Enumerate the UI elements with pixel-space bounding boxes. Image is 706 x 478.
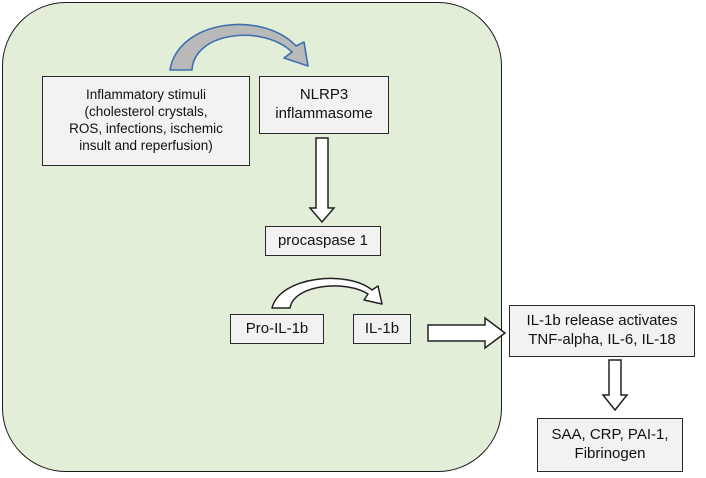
inflammatory-stimuli-label: Inflammatory stimuli (cholesterol crysta… xyxy=(69,87,223,153)
pro-il1b-box: Pro-IL-1b xyxy=(230,314,324,344)
nlrp3-label: NLRP3 inflammasome xyxy=(275,86,373,122)
curved-arrow-pro-il1b-to-il1b xyxy=(271,277,383,309)
pro-il1b-label: Pro-IL-1b xyxy=(245,319,309,337)
down-arrow-nlrp3-to-procaspase xyxy=(308,137,336,224)
right-arrow-to-il1b-release xyxy=(427,316,507,350)
down-arrow-release-to-markers xyxy=(601,359,629,412)
il1b-label: IL-1b xyxy=(364,319,400,337)
markers-label: SAA, CRP, PAI-1, Fibrinogen xyxy=(551,426,669,462)
procaspase-label: procaspase 1 xyxy=(277,231,369,249)
il1b-release-box: IL-1b release activates TNF-alpha, IL-6,… xyxy=(509,305,695,357)
inflammatory-stimuli-box: Inflammatory stimuli (cholesterol crysta… xyxy=(42,76,250,166)
curved-arrow-stimuli-to-nlrp3 xyxy=(169,23,309,71)
nlrp3-box: NLRP3 inflammasome xyxy=(259,76,389,134)
markers-box: SAA, CRP, PAI-1, Fibrinogen xyxy=(537,418,683,472)
il1b-box: IL-1b xyxy=(353,314,411,344)
procaspase-box: procaspase 1 xyxy=(265,226,381,256)
il1b-release-label: IL-1b release activates TNF-alpha, IL-6,… xyxy=(526,312,678,348)
